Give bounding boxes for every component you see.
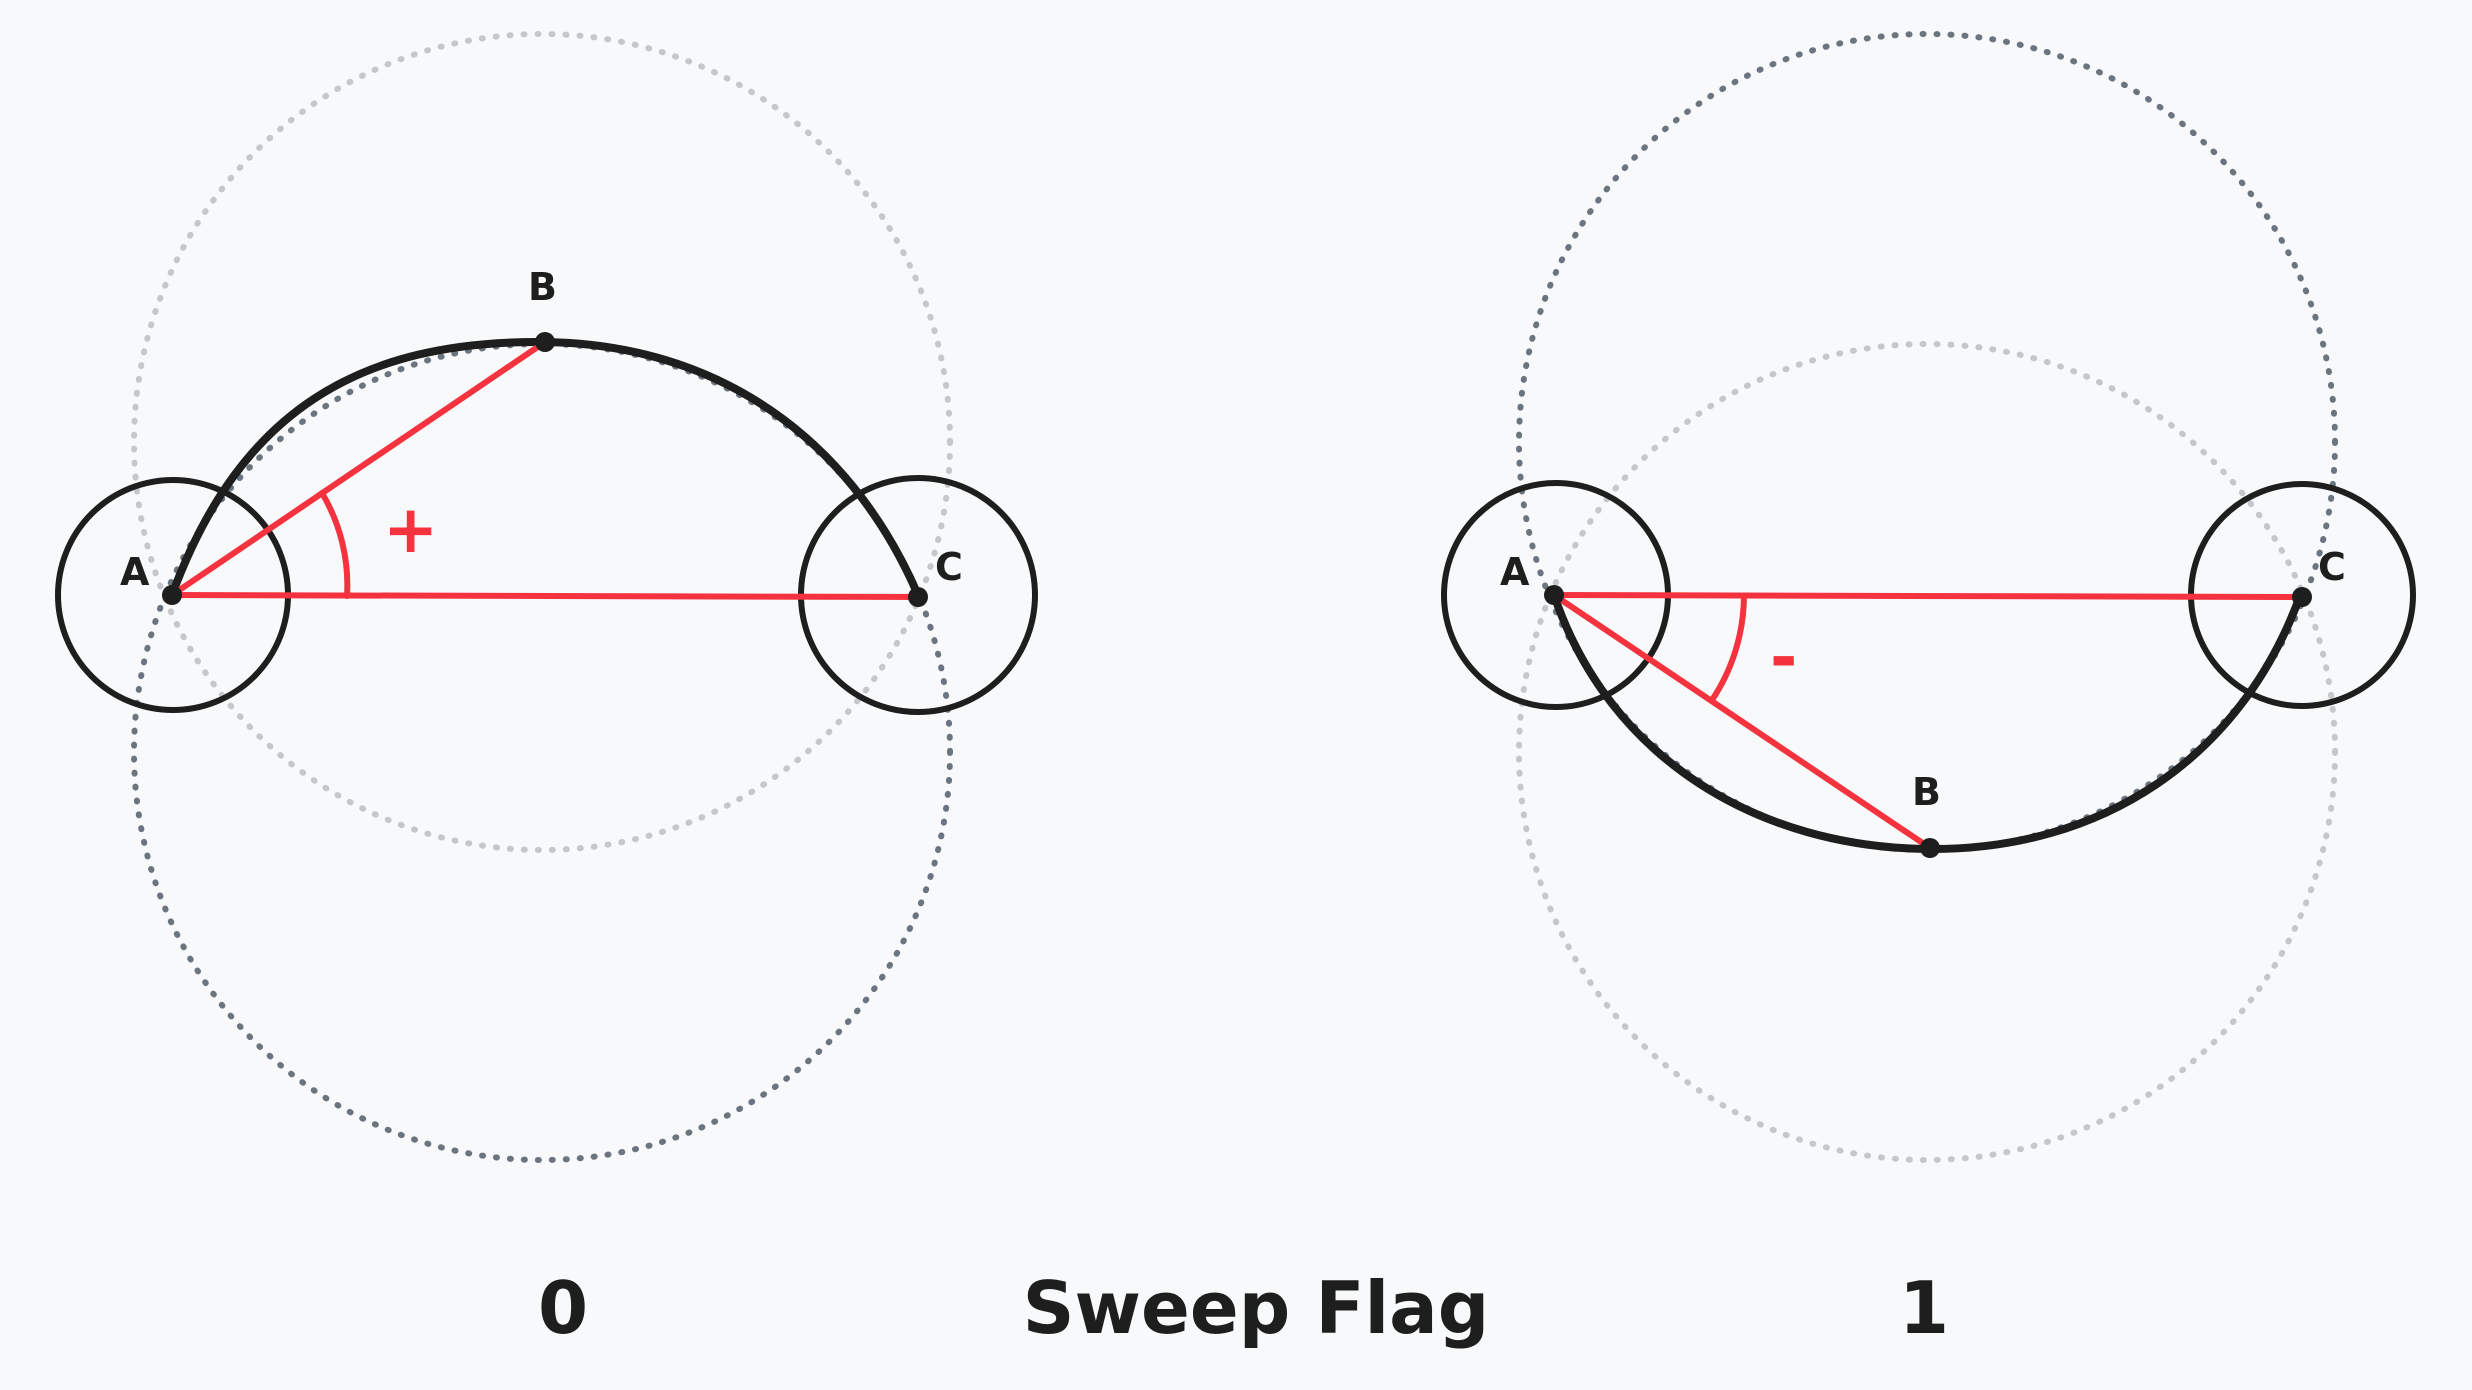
- chord-a-c: [1553, 592, 2303, 600]
- point-a-label: A: [120, 550, 150, 594]
- chord-a-c: [171, 592, 919, 600]
- candidate-circle-dark: [1516, 31, 2338, 853]
- flag-value-label-1: 1: [1899, 1266, 1949, 1350]
- line-a-b: [1552, 592, 1932, 851]
- angle-arc: [319, 490, 351, 599]
- point-a-dot: [1544, 585, 1564, 605]
- angle-sign-label: -: [1770, 619, 1797, 696]
- angle-sign-label: +: [383, 491, 438, 568]
- point-b-label: B: [1912, 770, 1941, 814]
- panel-flag-1: A B C - 1: [1441, 31, 2416, 1350]
- point-b-dot: [535, 332, 555, 352]
- diagram-caption: Sweep Flag: [1023, 1266, 1490, 1350]
- point-c-label: C: [935, 545, 963, 589]
- point-c-dot: [2292, 587, 2312, 607]
- point-b-dot: [1920, 838, 1940, 858]
- point-b-label: B: [528, 265, 557, 309]
- line-a-b: [170, 339, 547, 598]
- panel-flag-0: A B C + 0: [55, 31, 1038, 1350]
- point-a-label: A: [1500, 550, 1530, 594]
- point-c-dot: [908, 587, 928, 607]
- point-c-label: C: [2318, 545, 2346, 589]
- candidate-circle-dark: [131, 341, 953, 1163]
- candidate-circle-light: [131, 31, 953, 853]
- point-a-dot: [162, 585, 182, 605]
- flag-value-label-0: 0: [538, 1266, 588, 1350]
- candidate-circle-light: [1516, 341, 2338, 1163]
- angle-arc: [1709, 593, 1747, 703]
